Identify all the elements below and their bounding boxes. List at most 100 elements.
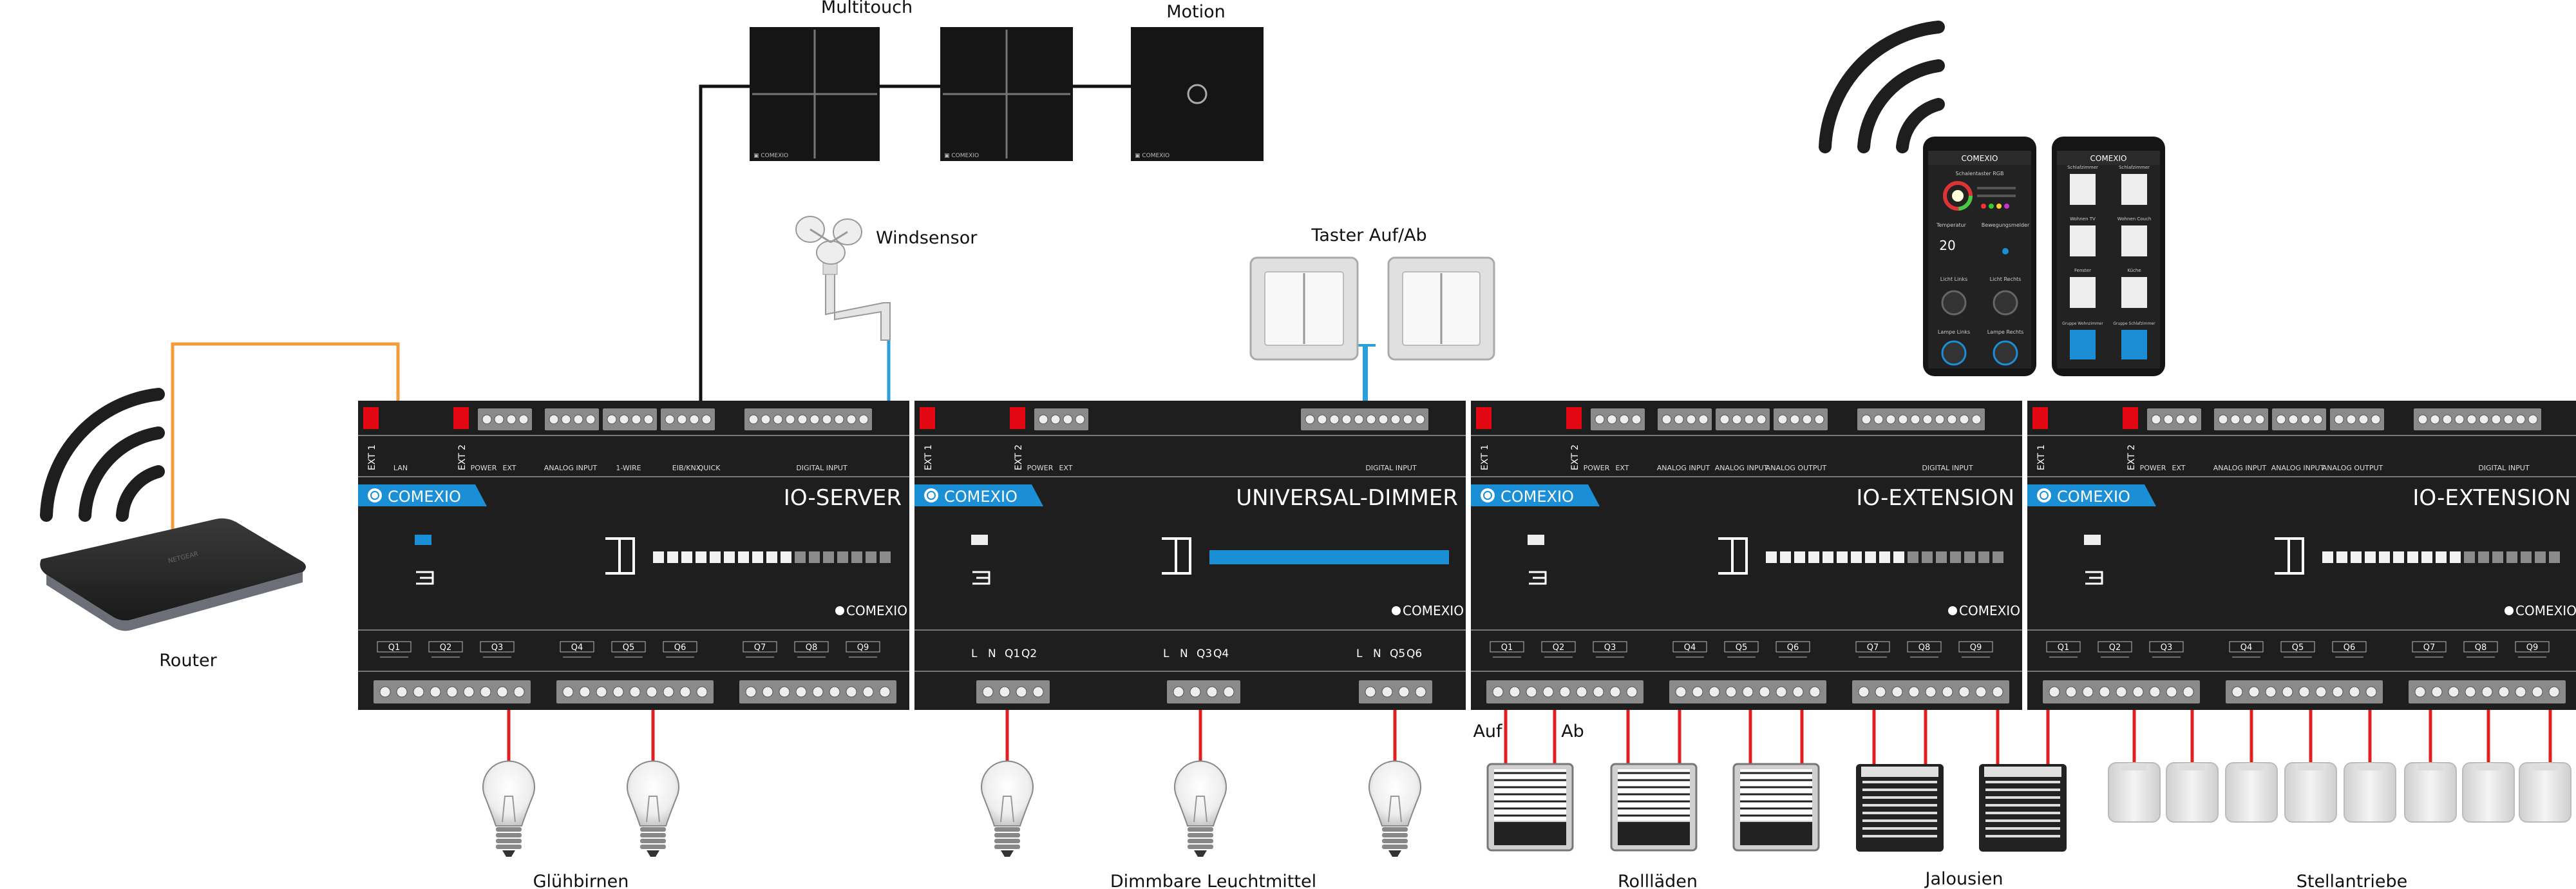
ext2-label: EXT 2	[1014, 444, 1024, 470]
level-segment	[1908, 551, 1918, 563]
level-segment	[851, 551, 862, 563]
terminal-block	[2147, 408, 2201, 430]
level-segment	[2521, 551, 2532, 563]
output-label: Q5	[2292, 643, 2304, 653]
level-segment	[1993, 551, 2003, 563]
level-segment	[2506, 551, 2517, 563]
brand-label: COMEXIO	[944, 488, 1018, 506]
rolllaeden-label: Rollläden	[1618, 872, 1698, 889]
phone1-item-3: Licht Links	[1940, 276, 1967, 282]
svg-text:▣ COMEXIO: ▣ COMEXIO	[1135, 153, 1170, 159]
level-segment	[681, 551, 692, 563]
output-label: N	[988, 647, 996, 660]
level-segment	[766, 551, 777, 563]
level-segment	[696, 551, 706, 563]
terminal-block	[1167, 680, 1240, 703]
output-label: Q8	[1918, 643, 1931, 653]
lightbulb-icon	[482, 760, 535, 857]
output-label: Q2	[440, 643, 452, 653]
multitouch-panel-2: ▣ COMEXIO	[940, 27, 1073, 161]
output-label: Q6	[674, 643, 687, 653]
power-icon	[2037, 488, 2051, 502]
windsensor-label: Windsensor	[876, 228, 978, 248]
terminal-group-label: DIGITAL INPUT	[2478, 464, 2530, 472]
terminal-group-label: ANALOG INPUT	[544, 464, 598, 472]
phone2-item-4: Fenster	[2074, 268, 2091, 273]
power-icon	[1481, 488, 1495, 502]
level-segment	[1794, 551, 1805, 563]
status-led	[2032, 407, 2048, 429]
terminal-group-label: ANALOG INPUT	[2271, 464, 2325, 472]
terminal-block	[2330, 408, 2384, 430]
ext2-label: EXT 2	[1570, 444, 1580, 470]
phone2-item-2: Wohnen TV	[2070, 216, 2096, 222]
output-label: Q8	[806, 643, 818, 653]
status-led	[363, 407, 379, 429]
motion-sensor: ▣ COMEXIO	[1131, 27, 1264, 161]
terminal-group-label: EXT	[1615, 464, 1629, 472]
menu-icon	[2085, 571, 2103, 585]
output-label: Q4	[2240, 643, 2253, 653]
router-label: Router	[159, 651, 217, 671]
terminal-block	[2272, 408, 2326, 430]
level-segment	[837, 551, 848, 563]
brand-small-label: COMEXIO	[1959, 603, 2020, 618]
terminal-group-label: QUICK	[698, 464, 721, 472]
output-label: Q4	[571, 643, 583, 653]
dimmbar-label: Dimmbare Leuchtmittel	[1110, 872, 1316, 889]
brand-small-label: COMEXIO	[2515, 603, 2576, 618]
terminal-group-label: EXT	[1059, 464, 1072, 472]
terminal-group-label: DIGITAL INPUT	[1922, 464, 1973, 472]
smartphone-app-1: COMEXIO Schalentaster RGB Temperatur Bew…	[1923, 137, 2036, 376]
level-segment	[1865, 551, 1876, 563]
valve-actuator-icon	[2166, 762, 2219, 823]
level-segment	[710, 551, 721, 563]
level-segment	[1893, 551, 1904, 563]
multitouch-panel-1: ▣ COMEXIO	[750, 27, 880, 161]
level-segment	[1780, 551, 1791, 563]
module-title: IO-EXTENSION	[2412, 485, 2571, 511]
roller-shutter-icon	[1732, 763, 1820, 852]
output-label: Q7	[754, 643, 766, 653]
level-segment	[1978, 551, 1989, 563]
brand-ribbon	[358, 484, 487, 506]
indicator-led	[1528, 535, 1544, 545]
bracket-icon	[1162, 537, 1191, 575]
level-segment	[752, 551, 763, 563]
valve-actuator-icon	[2344, 762, 2396, 823]
menu-icon	[1529, 571, 1547, 585]
status-led	[1010, 407, 1025, 429]
terminal-group-label: DIGITAL INPUT	[796, 464, 848, 472]
phone2-item-7: Gruppe Schlafzimmer	[2113, 321, 2155, 326]
level-segment	[653, 551, 664, 563]
terminal-group-label: ANALOG INPUT	[1657, 464, 1710, 472]
wifi-icon-router	[40, 388, 165, 522]
level-segment	[2421, 551, 2432, 563]
level-segment	[738, 551, 749, 563]
valve-actuator-icon	[2225, 762, 2278, 823]
level-segment	[2336, 551, 2347, 563]
status-led	[1476, 407, 1492, 429]
level-segment	[809, 551, 820, 563]
terminal-block	[545, 408, 599, 430]
terminal-group-label: POWER	[471, 464, 497, 472]
module-title: IO-SERVER	[784, 485, 902, 511]
lightbulb-icon	[1368, 760, 1421, 857]
output-label: Q5	[1390, 647, 1405, 660]
output-label: Q2	[1021, 647, 1037, 660]
power-icon	[924, 488, 938, 502]
roller-shutter-icon	[1486, 763, 1574, 852]
terminal-block	[603, 408, 657, 430]
level-segment	[1922, 551, 1933, 563]
terminal-block	[2414, 408, 2541, 430]
output-label: Q6	[1406, 647, 1422, 660]
output-label: Q9	[2526, 643, 2539, 653]
level-segment	[1837, 551, 1848, 563]
output-label: Q7	[2423, 643, 2436, 653]
level-segment	[724, 551, 735, 563]
valve-actuator-icon	[2284, 762, 2337, 823]
phone1-title: COMEXIO	[1962, 154, 1998, 163]
windsensor-icon	[795, 216, 891, 341]
level-segment	[2351, 551, 2362, 563]
